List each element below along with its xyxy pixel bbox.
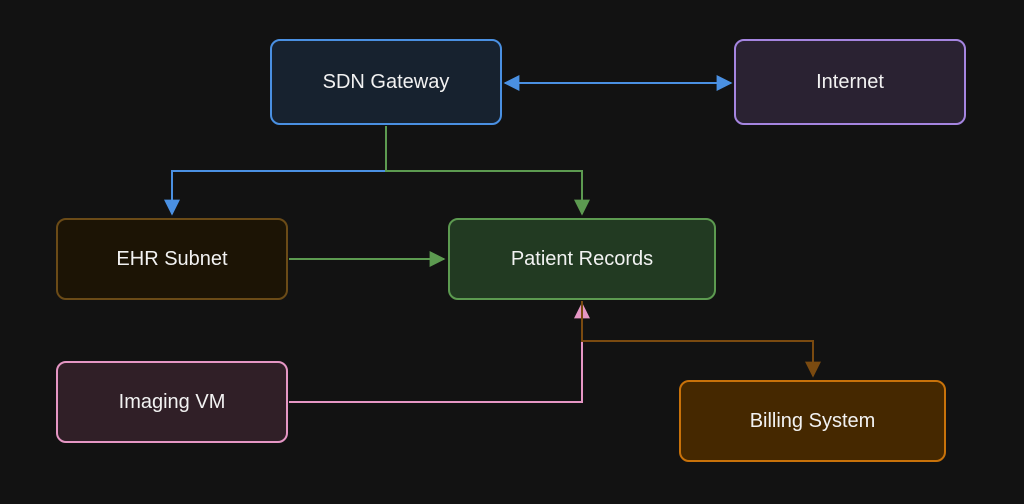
node-label: Billing System xyxy=(749,409,876,432)
node-imaging-vm[interactable]: Imaging VM xyxy=(56,361,288,443)
edge-imaging-patient xyxy=(289,302,590,403)
edge-sdn-ehr xyxy=(164,126,387,216)
node-ehr-subnet[interactable]: EHR Subnet xyxy=(56,218,288,300)
node-label: Imaging VM xyxy=(118,390,226,413)
node-sdn-gateway[interactable]: SDN Gateway xyxy=(270,39,502,125)
node-billing-system[interactable]: Billing System xyxy=(679,380,946,462)
node-label: Patient Records xyxy=(510,247,654,270)
edge-sdn-patient xyxy=(385,126,590,216)
edge-patient-billing xyxy=(581,301,821,378)
node-label: EHR Subnet xyxy=(116,247,228,270)
node-internet[interactable]: Internet xyxy=(734,39,966,125)
node-label: SDN Gateway xyxy=(322,70,450,93)
node-patient-records[interactable]: Patient Records xyxy=(448,218,716,300)
node-label: Internet xyxy=(816,70,884,93)
